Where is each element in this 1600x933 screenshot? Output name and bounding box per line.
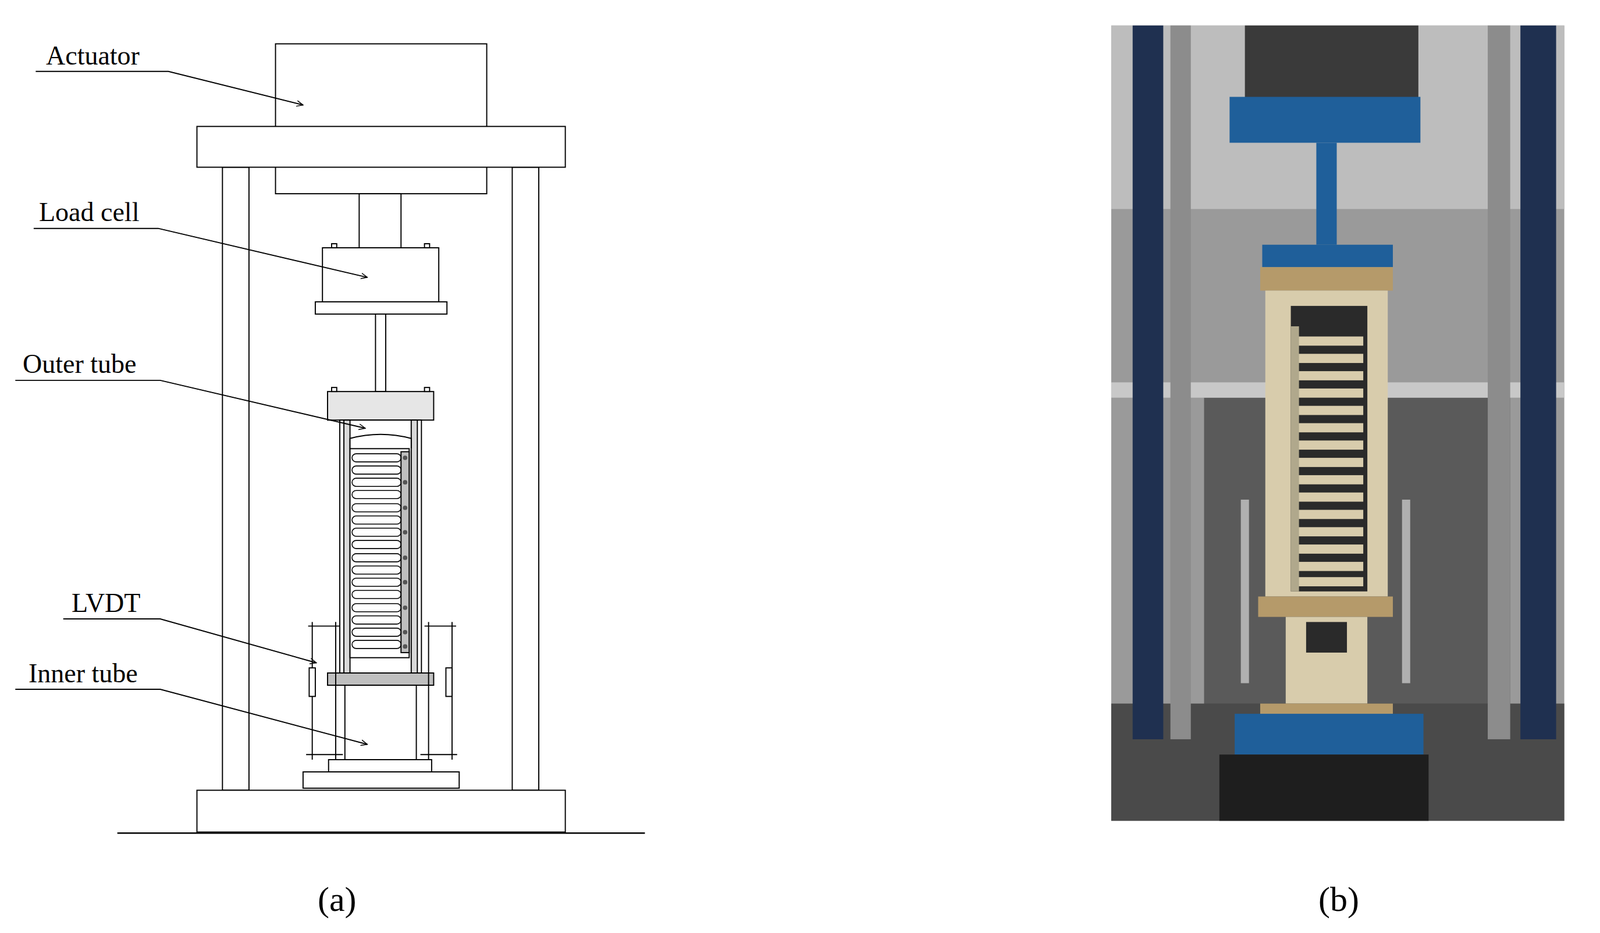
subfigure-label: (a) [317,882,357,917]
photo [1111,25,1565,821]
part-label: Load cell [38,198,140,226]
schematic [117,43,646,834]
leader-lines [15,71,368,745]
subfigure-label: (b) [1318,882,1360,917]
part-label: Outer tube [22,350,137,378]
part-label: Actuator [45,42,140,70]
part-label: Inner tube [28,660,138,688]
part-label: LVDT [71,589,141,617]
